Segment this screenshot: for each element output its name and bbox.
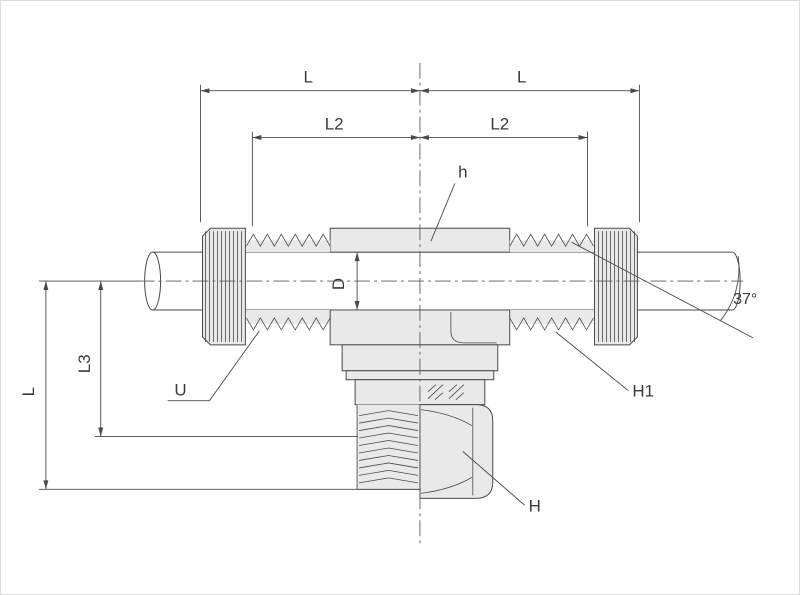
label-U: U — [174, 381, 186, 400]
section-hatch-squares — [427, 384, 465, 400]
thread-band-lower-right — [509, 309, 594, 324]
label-L2-left: L2 — [325, 115, 344, 134]
dimension-labels: L L L2 L2 h D L L3 U H1 H 37° — [19, 68, 757, 516]
flare-angle-line — [571, 241, 754, 339]
label-L-top-right: L — [517, 68, 526, 87]
flare-angle-arc — [719, 256, 740, 322]
threads-lower-right-icon — [509, 317, 594, 331]
label-L2-right: L2 — [490, 115, 509, 134]
branch-thread-zone — [356, 404, 420, 490]
surface-details — [205, 231, 635, 496]
label-H: H — [529, 496, 541, 515]
threads-upper-left-icon — [246, 233, 331, 247]
label-L3: L3 — [75, 354, 94, 373]
left-nut — [201, 227, 246, 346]
leader-h — [430, 183, 456, 242]
label-flare-angle: 37° — [733, 291, 757, 308]
threads-lower-left-icon — [246, 317, 331, 331]
knurl-left-nut-icon — [205, 231, 242, 342]
right-nut — [594, 227, 638, 346]
knurl-right-nut-icon — [598, 231, 635, 342]
threads-branch-icon — [359, 410, 419, 484]
label-h: h — [458, 162, 467, 181]
bore-corner-line — [450, 311, 497, 344]
leader-U — [167, 330, 260, 402]
dimension-lines — [38, 84, 754, 506]
thread-band-lower-left — [246, 309, 331, 324]
branch-nut-facets — [420, 407, 474, 496]
label-L-top-left: L — [304, 68, 313, 87]
label-D: D — [329, 278, 348, 290]
dimension-arrows — [43, 88, 640, 490]
branch-nut — [419, 404, 494, 499]
leader-H — [462, 451, 525, 506]
leader-H1 — [555, 331, 629, 392]
label-H1: H1 — [632, 382, 654, 401]
label-L-vertical: L — [19, 387, 38, 396]
centerlines — [138, 62, 744, 545]
